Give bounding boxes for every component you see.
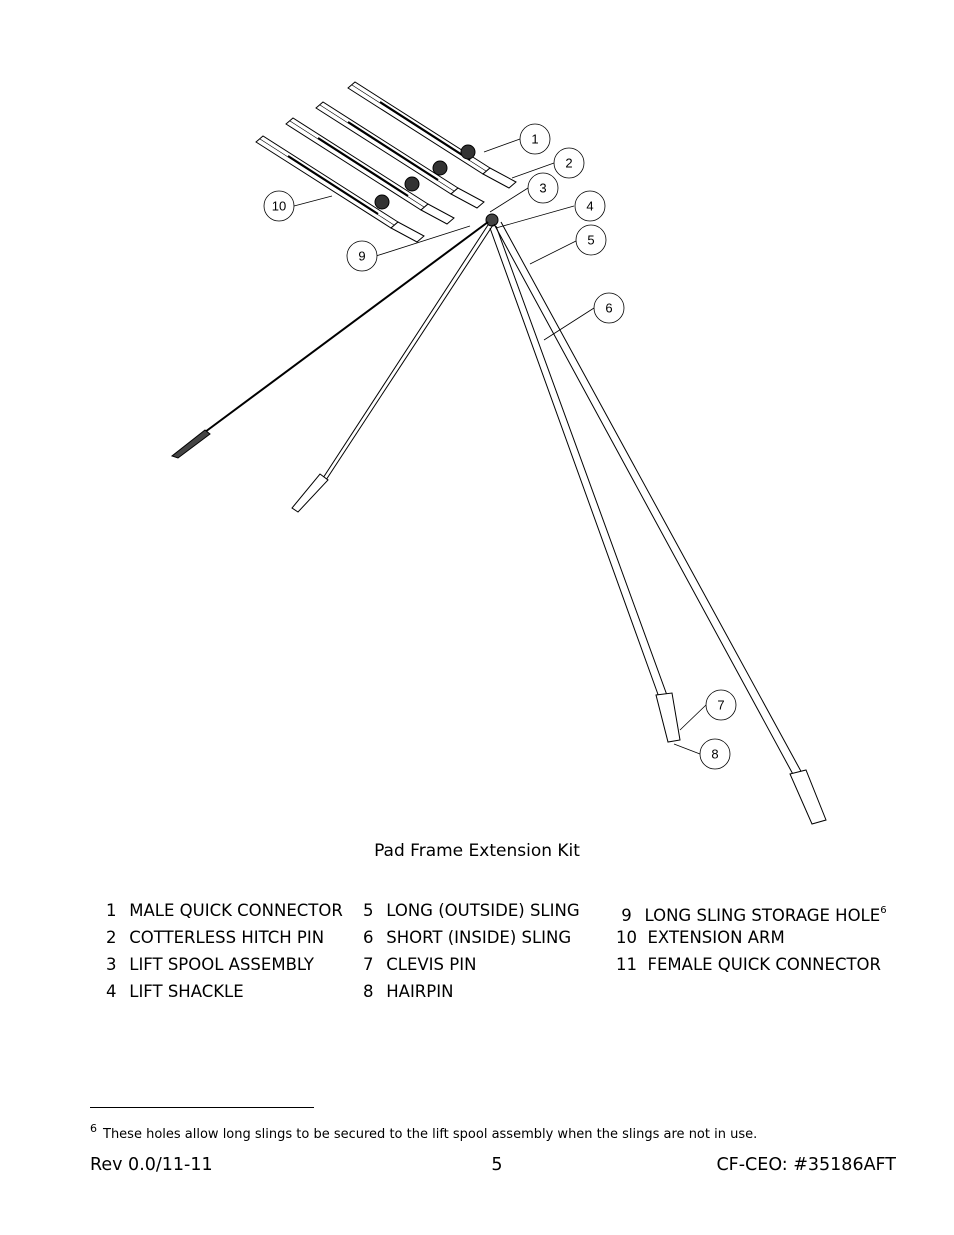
parts-list-item: 9 LONG SLING STORAGE HOLE6 [616, 897, 887, 925]
part-number: 2 [106, 928, 117, 947]
callout-5: 5 [575, 224, 607, 256]
svg-text:6: 6 [605, 301, 612, 316]
callout-9: 9 [346, 240, 378, 272]
parts-list-item: 4 LIFT SHACKLE [106, 978, 343, 1005]
svg-text:4: 4 [586, 199, 593, 214]
part-number: 6 [363, 928, 374, 947]
part-number: 4 [106, 982, 117, 1001]
parts-list-item: 3 LIFT SPOOL ASSEMBLY [106, 951, 343, 978]
parts-list-item: 10 EXTENSION ARM [616, 924, 887, 951]
parts-list-item: 11 FEMALE QUICK CONNECTOR [616, 951, 887, 978]
part-label: SHORT (INSIDE) SLING [386, 928, 572, 947]
leader-lines [293, 138, 707, 755]
part-label: LIFT SPOOL ASSEMBLY [129, 955, 314, 974]
pad-frame-extension-kit-drawing: 1 2 3 4 5 6 7 8 9 10 [170, 81, 827, 825]
part-number: 1 [106, 901, 117, 920]
parts-list-column-3: 9 LONG SLING STORAGE HOLE6 10 EXTENSION … [616, 897, 887, 978]
part-label: COTTERLESS HITCH PIN [129, 928, 325, 947]
svg-text:8: 8 [711, 747, 718, 762]
part-number: 3 [106, 955, 117, 974]
footnote-mark: 6 [90, 1122, 97, 1135]
footer-revision: Rev 0.0/11-11 [90, 1155, 213, 1175]
lift-spool [485, 213, 499, 227]
parts-list-item: 5 LONG (OUTSIDE) SLING [363, 897, 580, 924]
part-label: LONG SLING STORAGE HOLE [644, 906, 881, 925]
footnote-divider [90, 1107, 314, 1108]
part-label: FEMALE QUICK CONNECTOR [647, 955, 882, 974]
svg-text:7: 7 [717, 698, 724, 713]
extension-arm-4 [255, 135, 425, 243]
svg-text:3: 3 [539, 181, 546, 196]
footer-page-number: 5 [491, 1155, 503, 1175]
part-number: 5 [363, 901, 374, 920]
callout-3: 3 [527, 172, 559, 204]
short-inside-sling [489, 225, 681, 743]
callout-6: 6 [593, 292, 625, 324]
svg-text:1: 1 [531, 132, 538, 147]
part-number: 11 [616, 955, 637, 974]
parts-list-item: 6 SHORT (INSIDE) SLING [363, 924, 580, 951]
svg-text:2: 2 [565, 156, 572, 171]
part-label: MALE QUICK CONNECTOR [129, 901, 343, 920]
part-number: 7 [363, 955, 374, 974]
extension-arm-2 [315, 101, 485, 209]
part-label: EXTENSION ARM [647, 928, 785, 947]
figure-caption: Pad Frame Extension Kit [374, 841, 580, 861]
parts-list-item: 7 CLEVIS PIN [363, 951, 580, 978]
extension-arm-3 [285, 117, 455, 225]
callout-10: 10 [263, 190, 295, 222]
footnote-text: These holes allow long slings to be secu… [103, 1127, 758, 1142]
long-outside-sling [493, 221, 827, 825]
left-sling-1 [170, 221, 489, 459]
callout-2: 2 [553, 147, 585, 179]
part-label: CLEVIS PIN [386, 955, 477, 974]
callout-1: 1 [519, 123, 551, 155]
left-sling-2 [291, 224, 494, 513]
part-number: 10 [616, 928, 637, 947]
footnote: 6 These holes allow long slings to be sec… [90, 1122, 757, 1142]
svg-text:5: 5 [587, 233, 594, 248]
footnote-reference: 6 [880, 905, 887, 916]
part-label: LIFT SHACKLE [129, 982, 244, 1001]
callout-4: 4 [574, 190, 606, 222]
footer-document-id: CF-CEO: #35186AFT [716, 1155, 896, 1175]
extension-arm-1 [347, 81, 517, 189]
parts-list-item: 1 MALE QUICK CONNECTOR [106, 897, 343, 924]
svg-text:10: 10 [272, 199, 286, 214]
svg-text:9: 9 [358, 249, 365, 264]
parts-list-column-1: 1 MALE QUICK CONNECTOR 2 COTTERLESS HITC… [106, 897, 343, 1005]
part-label: HAIRPIN [386, 982, 454, 1001]
callout-8: 8 [699, 738, 731, 770]
parts-list-item: 8 HAIRPIN [363, 978, 580, 1005]
parts-list-item: 2 COTTERLESS HITCH PIN [106, 924, 343, 951]
part-label: LONG (OUTSIDE) SLING [386, 901, 580, 920]
part-number: 8 [363, 982, 374, 1001]
parts-list-column-2: 5 LONG (OUTSIDE) SLING 6 SHORT (INSIDE) … [363, 897, 580, 1005]
part-number: 9 [621, 906, 632, 925]
callout-7: 7 [705, 689, 737, 721]
